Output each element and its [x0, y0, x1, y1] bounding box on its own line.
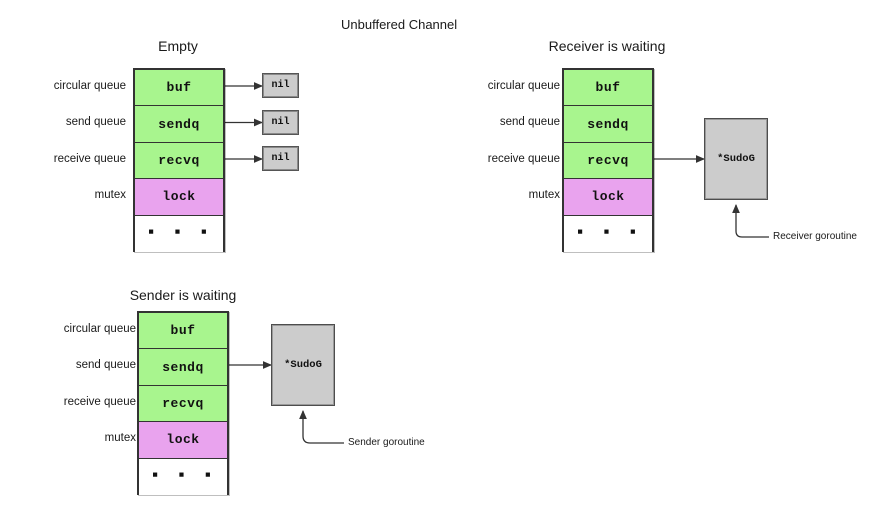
field-labels-receiver: circular queue send queue receive queue … [462, 68, 560, 214]
page-title: Unbuffered Channel [341, 17, 458, 32]
struct-row-more: ▪ ▪ ▪ [135, 215, 223, 252]
panel-title-receiver: Receiver is waiting [548, 38, 666, 54]
ellipsis-glyph: ▪ ▪ ▪ [145, 223, 212, 243]
label-receive-queue: receive queue [487, 152, 560, 165]
connector-receiver-goroutine [732, 203, 769, 238]
hchan-struct-sender: buf sendq recvq lock ▪ ▪ ▪ [137, 311, 229, 495]
label-circular-queue: circular queue [63, 323, 136, 335]
panel-title-sender: Sender is waiting [129, 287, 237, 303]
nil-box-sendq: nil [262, 110, 299, 135]
label-send-queue: send queue [75, 359, 136, 372]
panel-title-empty: Empty [158, 38, 198, 54]
field-labels-empty: circular queue send queue receive queue … [28, 68, 126, 214]
label-send-queue: send queue [65, 116, 126, 129]
struct-row-lock[interactable]: lock [135, 179, 223, 216]
nil-box-buf: nil [262, 73, 299, 98]
struct-row-sendq[interactable]: sendq [135, 106, 223, 143]
label-mutex: mutex [528, 189, 560, 202]
struct-row-buf[interactable]: buf [564, 70, 652, 107]
sudog-box-sender: *SudoG [271, 324, 335, 406]
label-circular-queue: circular queue [487, 80, 560, 92]
struct-row-more: ▪ ▪ ▪ [139, 458, 227, 495]
struct-row-sendq[interactable]: sendq [564, 106, 652, 143]
struct-row-more: ▪ ▪ ▪ [564, 215, 652, 252]
struct-row-recvq[interactable]: recvq [139, 385, 227, 423]
annotation-receiver-goroutine: Receiver goroutine [773, 231, 857, 242]
nil-box-recvq: nil [262, 146, 299, 171]
hchan-struct-receiver: buf sendq recvq lock ▪ ▪ ▪ [562, 68, 654, 252]
sudog-box-receiver: *SudoG [704, 118, 768, 200]
label-receive-queue: receive queue [53, 152, 126, 165]
struct-row-lock[interactable]: lock [564, 179, 652, 216]
field-labels-sender: circular queue send queue receive queue … [38, 311, 136, 457]
struct-row-sendq[interactable]: sendq [139, 349, 227, 386]
ellipsis-glyph: ▪ ▪ ▪ [149, 466, 216, 486]
ellipsis-glyph: ▪ ▪ ▪ [574, 223, 641, 243]
struct-row-buf[interactable]: buf [135, 70, 223, 107]
struct-row-recvq[interactable]: recvq [135, 142, 223, 180]
hchan-struct-empty: buf sendq recvq lock ▪ ▪ ▪ [133, 68, 225, 252]
annotation-sender-goroutine: Sender goroutine [348, 437, 425, 448]
connector-sender-goroutine [299, 409, 344, 444]
struct-row-lock[interactable]: lock [139, 422, 227, 459]
label-mutex: mutex [104, 432, 136, 445]
label-receive-queue: receive queue [63, 395, 136, 408]
label-send-queue: send queue [499, 116, 560, 129]
label-circular-queue: circular queue [53, 80, 126, 92]
struct-row-buf[interactable]: buf [139, 313, 227, 350]
struct-row-recvq[interactable]: recvq [564, 142, 652, 180]
label-mutex: mutex [94, 189, 126, 202]
